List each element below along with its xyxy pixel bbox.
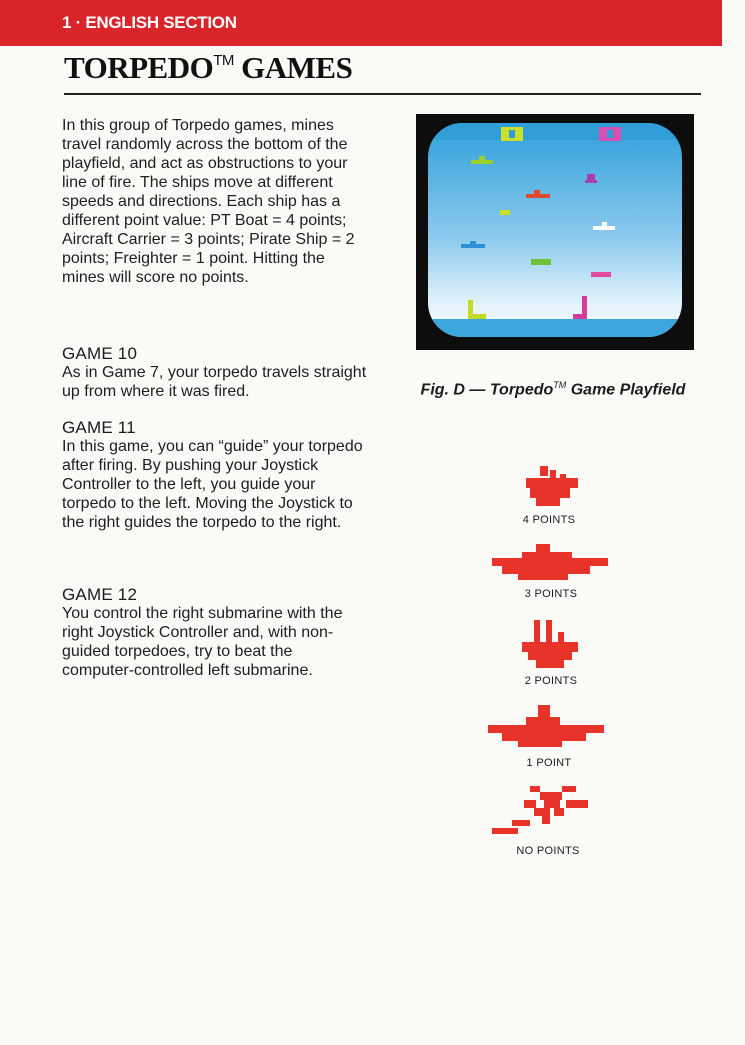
score-label-2: 2 POINTS <box>524 675 578 687</box>
game-heading: GAME 10 <box>62 344 138 363</box>
pirate-ship-icon <box>522 620 578 668</box>
title-trademark: TM <box>213 52 234 69</box>
section-label: 1 · ENGLISH SECTION <box>62 13 237 32</box>
game-heading: GAME 11 <box>62 418 136 437</box>
caption-suffix: Game Playfield <box>566 381 686 399</box>
score-label-1: 1 POINT <box>526 757 572 769</box>
game-10-section: GAME 10 As in Game 7, your torpedo trave… <box>62 344 367 401</box>
game-11-section: GAME 11 In this game, you can “guide” yo… <box>62 418 367 532</box>
game-heading: GAME 12 <box>62 585 138 604</box>
game-12-section: GAME 12 You control the right submarine … <box>62 585 367 680</box>
pt-boat-icon <box>526 466 578 506</box>
title-rule <box>64 93 701 95</box>
figure-caption: Fig. D — TorpedoTM Game Playfield <box>418 376 688 399</box>
freighter-icon <box>488 705 604 747</box>
section-header-band <box>0 0 722 46</box>
game-description: In this game, you can “guide” your torpe… <box>62 438 363 531</box>
page-title: TORPEDOTM GAMES <box>64 50 353 86</box>
aircraft-carrier-icon <box>492 544 608 580</box>
title-main: TORPEDO <box>64 50 214 85</box>
intro-paragraph: In this group of Torpedo games, mines tr… <box>62 116 367 287</box>
intro-text: In this group of Torpedo games, mines tr… <box>62 117 355 286</box>
playfield-screenshot <box>416 114 694 350</box>
score-label-none: NO POINTS <box>516 845 580 857</box>
playfield-image <box>428 123 682 337</box>
caption-trademark: TM <box>553 380 567 390</box>
caption-prefix: Fig. D — Torpedo <box>420 381 554 399</box>
title-rest: GAMES <box>241 50 353 85</box>
mine-icon <box>492 786 588 834</box>
score-label-3: 3 POINTS <box>524 588 578 600</box>
game-description: You control the right submarine with the… <box>62 605 343 679</box>
score-label-4: 4 POINTS <box>522 514 576 526</box>
game-description: As in Game 7, your torpedo travels strai… <box>62 364 367 400</box>
